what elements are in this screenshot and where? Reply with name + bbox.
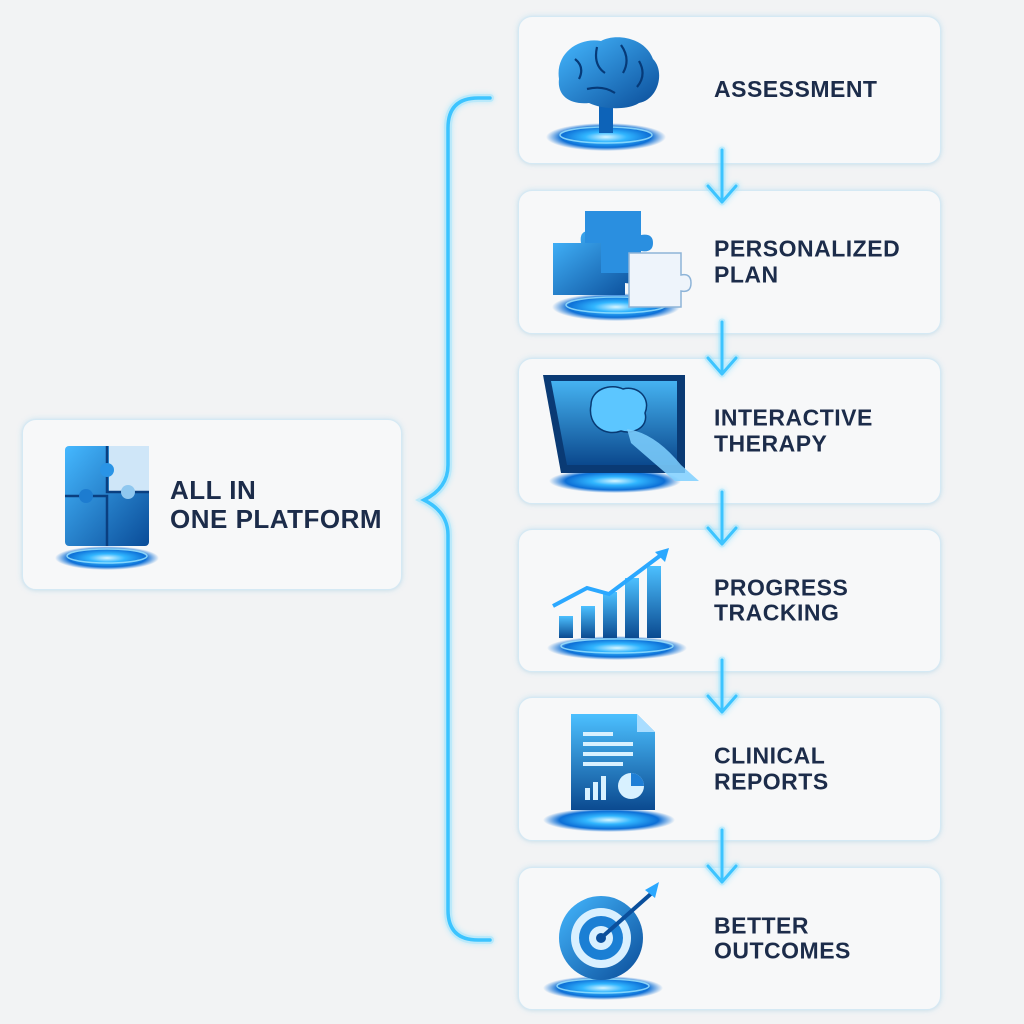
step-label-clinical-reports: CLINICAL REPORTS: [714, 742, 829, 794]
step-label-personalized-plan: PERSONALIZED PLAN: [714, 235, 901, 287]
step-label-assessment: ASSESSMENT: [714, 76, 878, 103]
bar-chart-icon: [537, 544, 697, 664]
puzzle-pieces-icon: [541, 203, 692, 325]
brain-icon: [541, 29, 671, 155]
hub-card: ALL IN ONE PLATFORM: [22, 419, 402, 590]
step-card-progress-tracking: PROGRESS TRACKING: [518, 529, 941, 672]
tablet-brain-icon: [535, 369, 703, 497]
report-document-icon: [537, 710, 687, 834]
step-label-progress-tracking: PROGRESS TRACKING: [714, 573, 849, 626]
puzzle-square-icon: [53, 440, 161, 572]
step-card-clinical-reports: CLINICAL REPORTS: [518, 697, 941, 841]
step-card-interactive-therapy: INTERACTIVE THERAPY: [518, 358, 941, 504]
step-card-better-outcomes: BETTER OUTCOMES: [518, 867, 941, 1010]
target-icon: [541, 878, 681, 1004]
hub-label: ALL IN ONE PLATFORM: [170, 474, 383, 534]
step-label-better-outcomes: BETTER OUTCOMES: [714, 911, 851, 964]
step-card-assessment: ASSESSMENT: [518, 16, 941, 164]
step-label-interactive-therapy: INTERACTIVE THERAPY: [714, 404, 873, 456]
step-card-personalized-plan: PERSONALIZED PLAN: [518, 190, 941, 334]
